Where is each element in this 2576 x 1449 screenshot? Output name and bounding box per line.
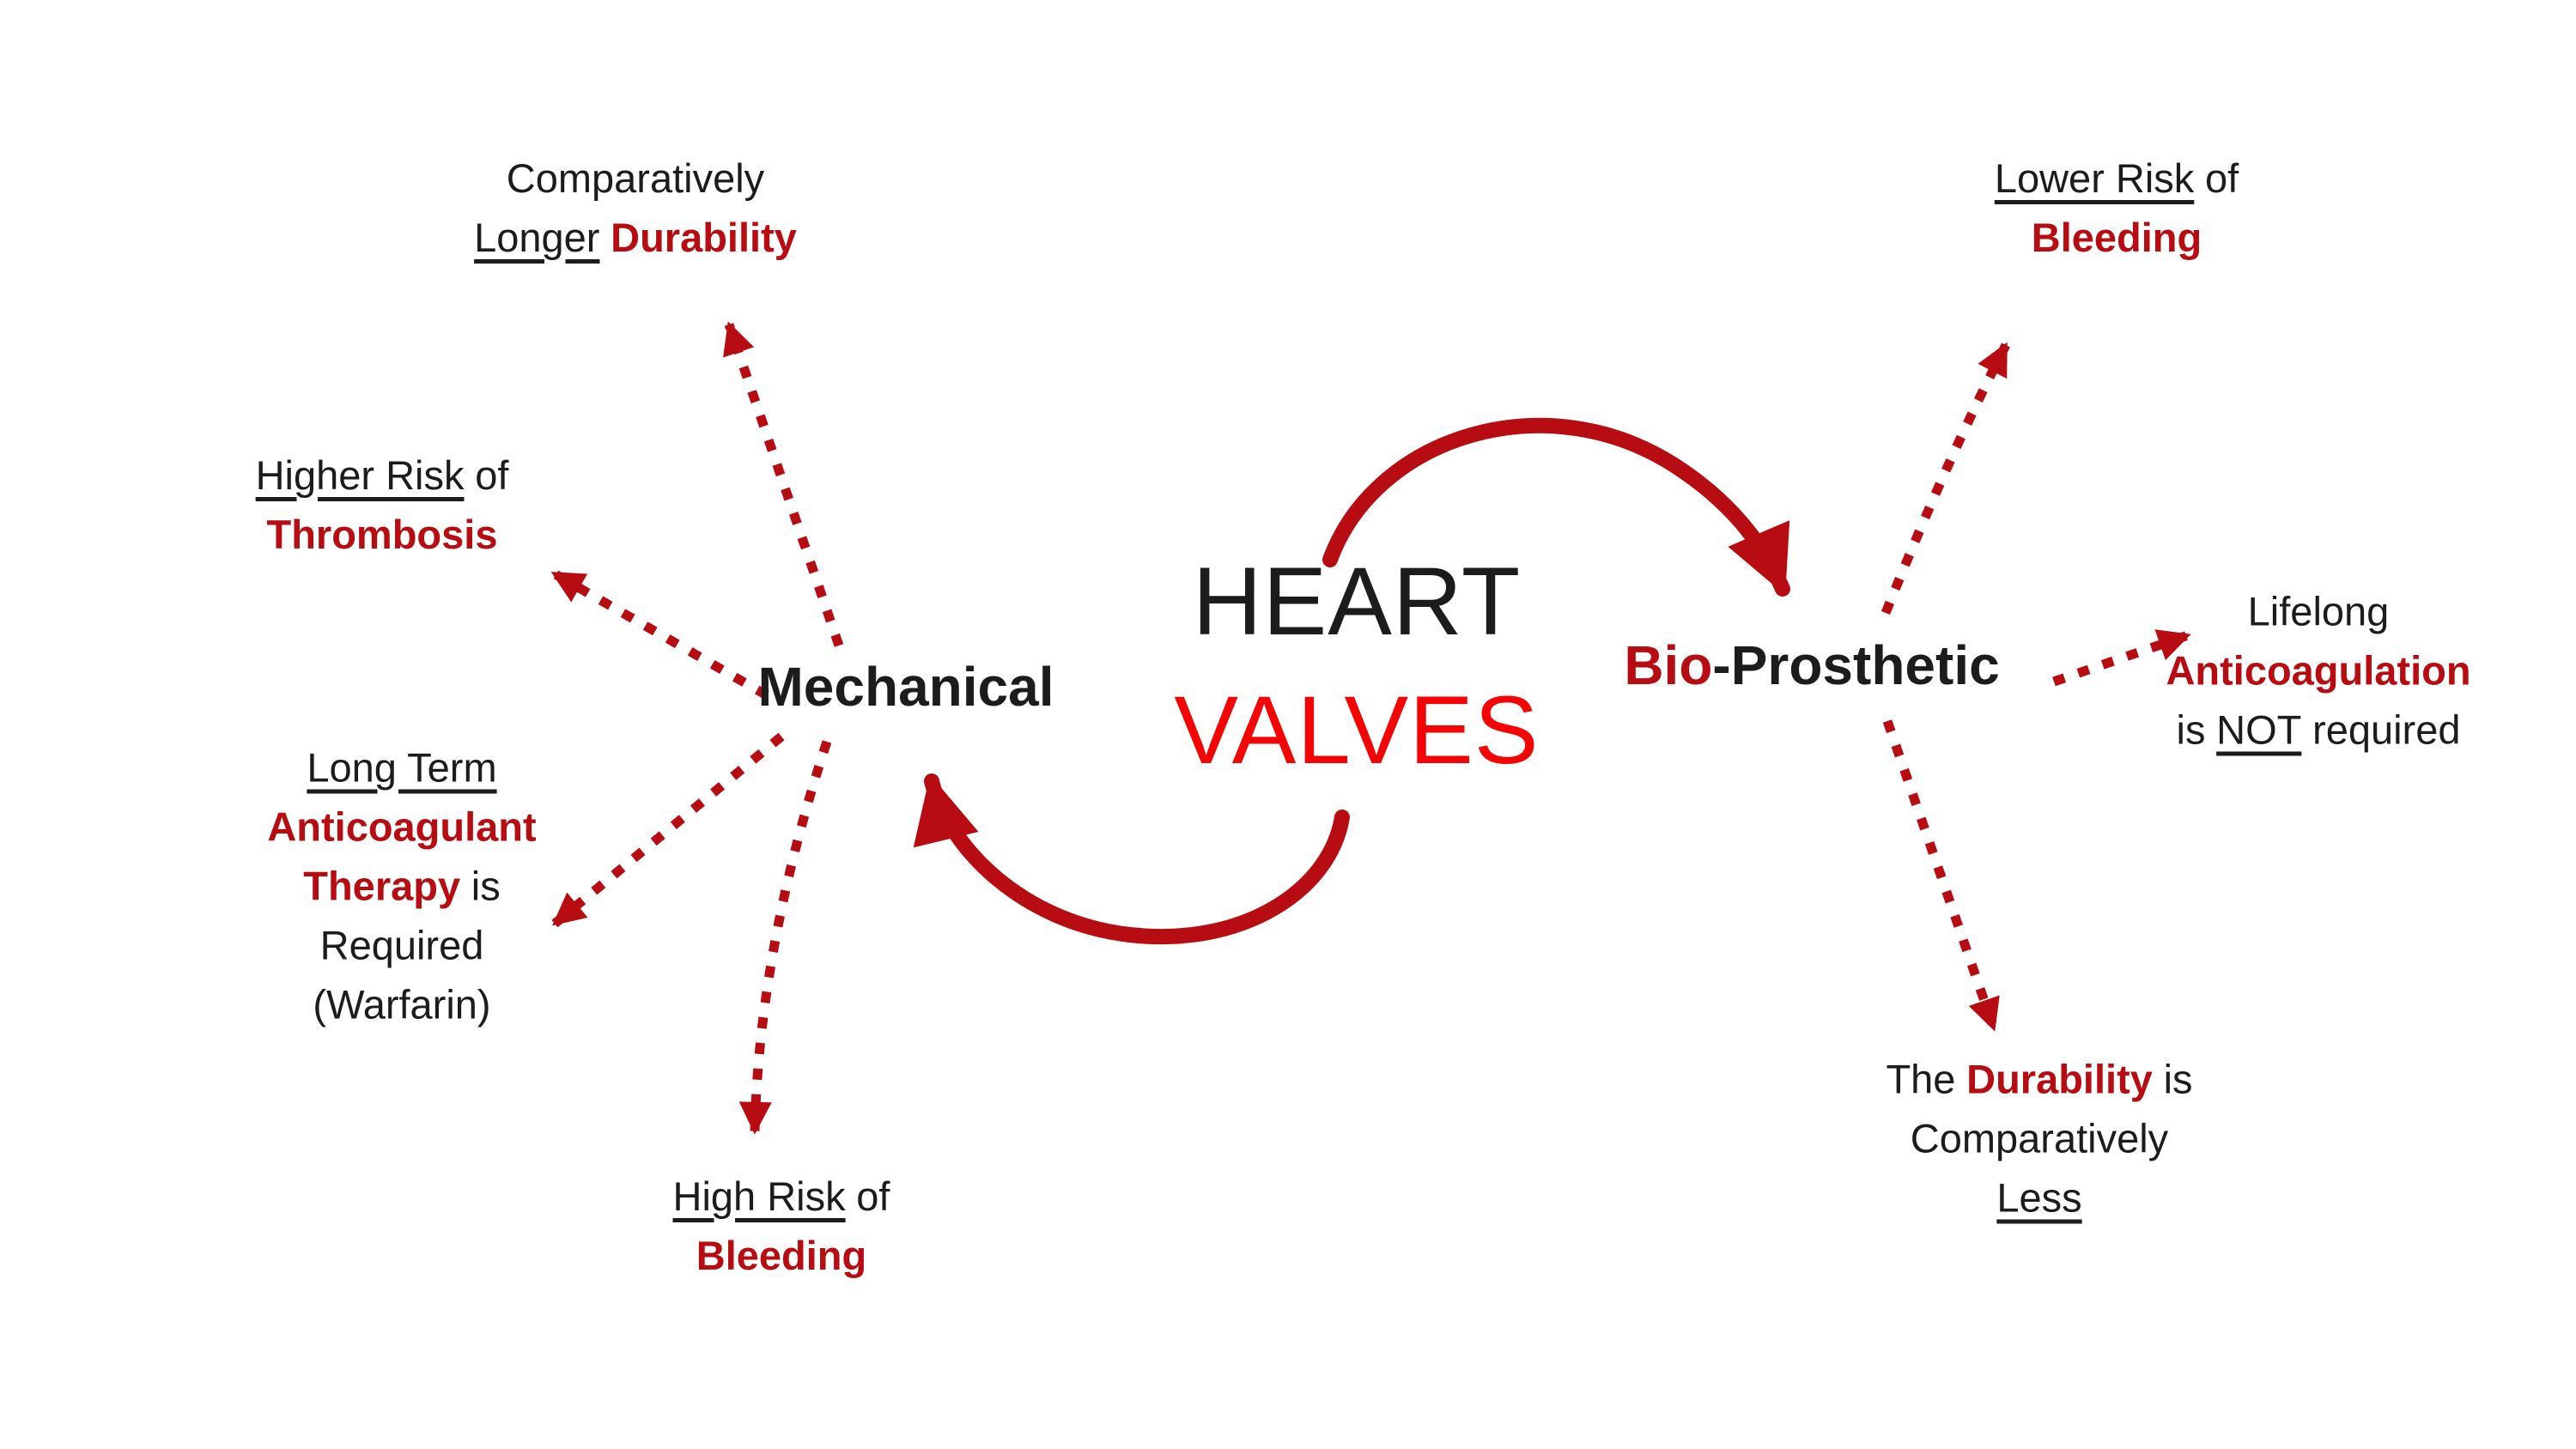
title-valves: VALVES <box>1174 676 1540 784</box>
note-line: Bleeding <box>1995 208 2239 267</box>
text-segment: Durability <box>611 215 797 260</box>
bio-suffix: -Prosthetic <box>1712 634 2000 696</box>
text-segment: Less <box>1996 1174 2082 1221</box>
note-line: Anticoagulation <box>2166 641 2470 700</box>
text-segment: Mechanical <box>757 656 1054 718</box>
hub-mechanical: Mechanical <box>757 654 1054 719</box>
text-segment: The <box>1886 1056 1956 1102</box>
text-segment: is <box>2163 1056 2193 1102</box>
text-segment: Therapy <box>303 863 461 909</box>
note-line: Comparatively <box>474 149 797 208</box>
text-segment: required <box>2312 706 2461 753</box>
note-line: Less <box>1886 1168 2192 1228</box>
text-segment: of <box>2204 155 2239 201</box>
text-segment: Higher Risk <box>255 452 465 498</box>
text-segment: Bleeding <box>2031 215 2202 260</box>
note-line: Bleeding <box>673 1226 890 1285</box>
text-segment: NOT <box>2216 706 2302 753</box>
text-segment: is <box>471 863 501 909</box>
text-segment: of <box>475 452 509 498</box>
note-line: Required <box>267 916 536 975</box>
text-segment: (Warfarin) <box>313 981 491 1028</box>
arrow-bio-to-lower-risk-bleeding <box>1880 342 2010 615</box>
text-segment: Bleeding <box>696 1233 867 1278</box>
text-segment: Thrombosis <box>266 512 498 557</box>
note-line: (Warfarin) <box>267 975 536 1034</box>
text-segment: Comparatively <box>506 155 765 201</box>
note-line: Lifelong <box>2166 582 2470 641</box>
arrow-mechanical-to-high-risk-bleeding <box>738 740 832 1135</box>
text-segment: Durability <box>1966 1056 2153 1102</box>
note-line: Long Term <box>267 738 536 797</box>
text-segment: Anticoagulation <box>2166 647 2471 694</box>
arrow-mechanical-to-longer-durability <box>723 321 844 647</box>
note-line: Anticoagulant <box>267 797 536 857</box>
bio-prefix: Bio <box>1624 634 1713 696</box>
text-segment: High Risk <box>672 1173 846 1219</box>
text-segment: Longer <box>474 215 600 260</box>
arrow-bio-to-durability-less <box>1882 719 2000 1032</box>
text-segment: Anticoagulant <box>267 803 537 850</box>
arrow-mechanical-to-anticoagulant-therapy <box>551 732 785 928</box>
note-line: Comparatively <box>1886 1109 2192 1168</box>
text-segment: is <box>2176 706 2206 753</box>
arrow-heart-valves-to-mechanical <box>913 773 1350 945</box>
text-segment: Lifelong <box>2247 588 2390 634</box>
text-segment: Lower Risk <box>1994 155 2195 201</box>
note-line: Thrombosis <box>256 505 509 564</box>
text-segment: of <box>856 1173 890 1219</box>
text-segment: Long Term <box>307 744 497 791</box>
text-segment: Required <box>319 922 484 968</box>
title-heart: HEART <box>1192 548 1522 655</box>
hub-bio-prosthetic: Bio-Prosthetic <box>1624 633 1999 698</box>
text-segment: Comparatively <box>1910 1115 2169 1161</box>
arrow-heart-valves-to-bio-prosthetic <box>1322 417 1790 597</box>
arrow-mechanical-to-thrombosis <box>550 569 769 700</box>
